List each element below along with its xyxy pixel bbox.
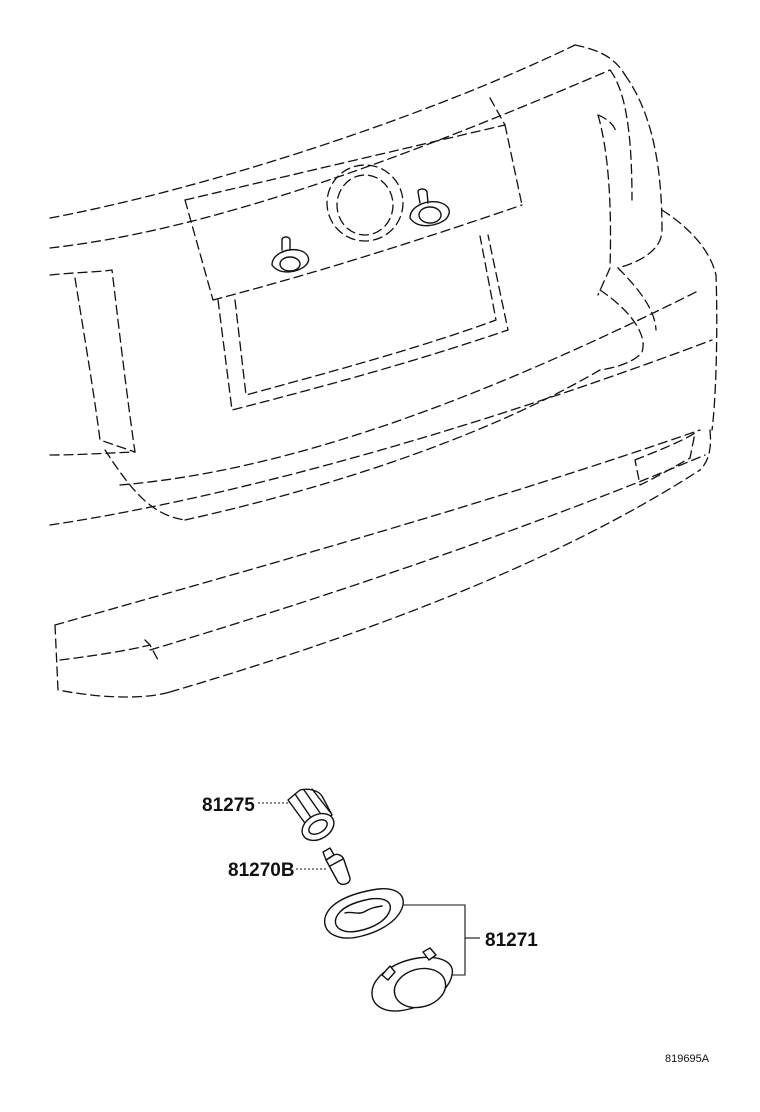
- part-81270B-bulb: [322, 847, 351, 885]
- installed-license-lamp-right: [409, 188, 450, 227]
- vehicle-rear-outline: [49, 44, 718, 698]
- rear-emblem: [326, 164, 404, 242]
- illustration-reference: 819695A: [665, 1053, 710, 1065]
- part-81271-lamp-lens: [371, 947, 454, 1012]
- part-label-81275: 81275: [202, 795, 255, 816]
- part-81271-gasket: [324, 888, 404, 939]
- part-label-81270B: 81270B: [228, 860, 295, 881]
- installed-license-lamp-left: [271, 236, 310, 273]
- leader-lines: [258, 802, 480, 976]
- part-label-81271: 81271: [485, 930, 538, 951]
- part-81275-socket: [287, 788, 335, 842]
